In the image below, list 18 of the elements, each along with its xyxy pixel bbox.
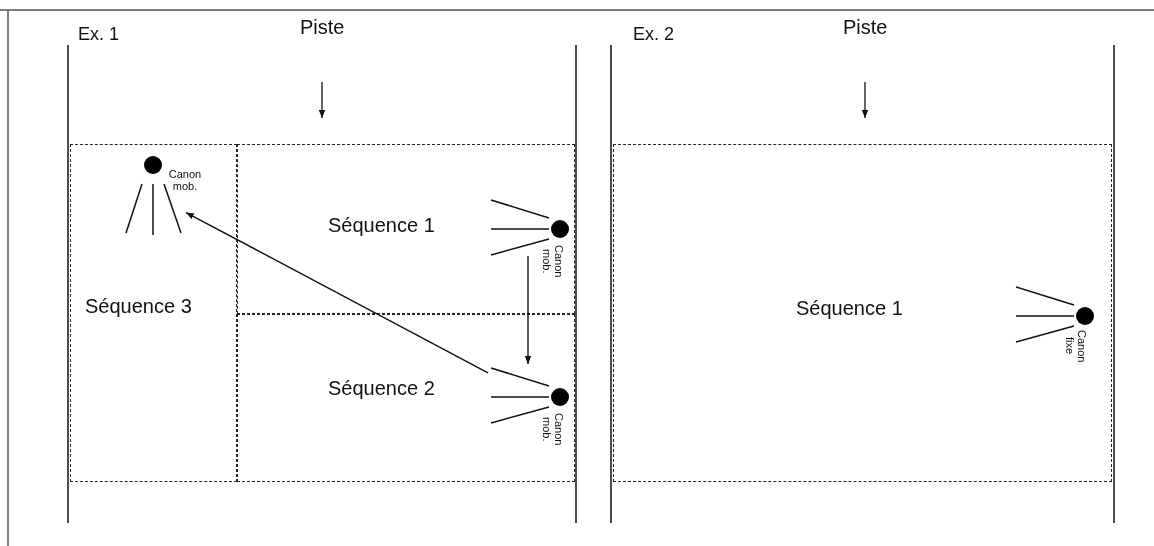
arrow (524, 255, 532, 365)
zone-label: Séquence 1 (796, 297, 903, 320)
zone-label: Séquence 3 (85, 295, 192, 318)
example-label: Ex. 1 (78, 24, 120, 45)
cannon-label: Canon mob. (167, 168, 203, 192)
zone-label: Séquence 1 (328, 214, 435, 237)
cannon-label: Canon mob. (541, 243, 565, 280)
zone-area (237, 314, 575, 482)
cannon-label: Canon fixe (1064, 328, 1088, 365)
zone-area (237, 144, 575, 314)
zone-label: Séquence 2 (328, 377, 435, 400)
piste-label: Piste (300, 16, 345, 39)
cannon-label: Canon mob. (541, 411, 565, 448)
arrow (185, 211, 489, 374)
zone-area (613, 144, 1112, 482)
example-label: Ex. 2 (633, 24, 675, 45)
piste-label: Piste (843, 16, 888, 39)
zone-area (70, 144, 237, 482)
